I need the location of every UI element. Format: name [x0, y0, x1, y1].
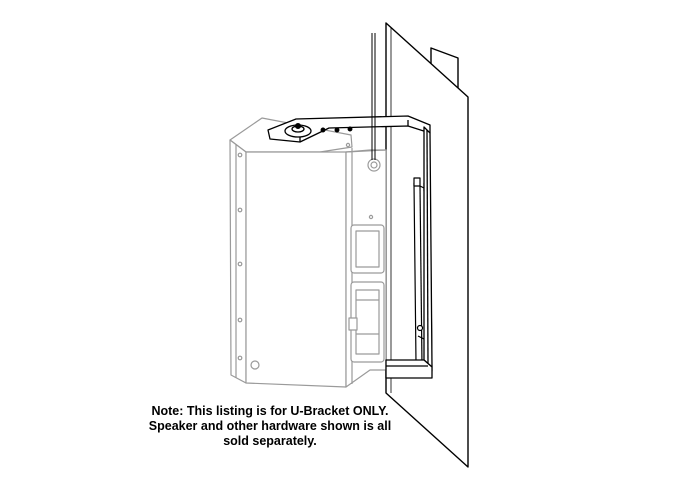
note-line-2: Speaker and other hardware shown is all: [148, 419, 392, 433]
u-bracket-bottom-arm: [385, 359, 433, 379]
speaker-body: [229, 117, 387, 388]
note-line-1: Note: This listing is for U-Bracket ONLY…: [151, 404, 389, 418]
mount-pole: [371, 33, 376, 160]
disclaimer-note: Note: This listing is for U-Bracket ONLY…: [140, 404, 400, 449]
note-line-3: sold separately.: [223, 434, 317, 448]
